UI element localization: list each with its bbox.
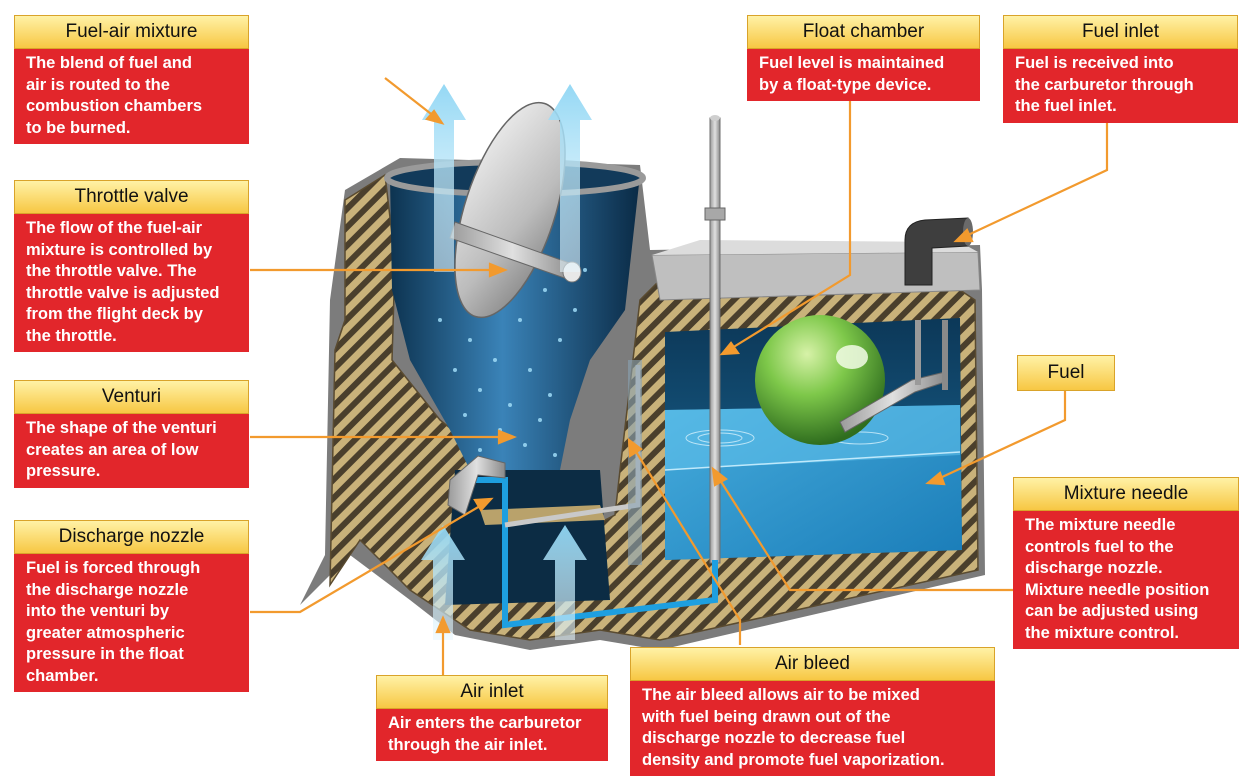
callout-text: Air enters the carburetor through the ai… — [376, 709, 608, 761]
callout-text: The air bleed allows air to be mixed wit… — [630, 681, 995, 776]
callout-float-chamber: Float chamber Fuel level is maintained b… — [747, 15, 980, 101]
callout-title: Discharge nozzle — [14, 520, 249, 554]
callout-fuel-air-mixture: Fuel-air mixture The blend of fuel and a… — [14, 15, 249, 144]
callout-text: The flow of the fuel-air mixture is cont… — [14, 214, 249, 352]
callout-fuel-inlet: Fuel inlet Fuel is received into the car… — [1003, 15, 1238, 123]
callout-title: Throttle valve — [14, 180, 249, 214]
callout-title: Air bleed — [630, 647, 995, 681]
air-flow-arrows — [421, 84, 592, 640]
callout-title: Float chamber — [747, 15, 980, 49]
callout-text: The blend of fuel and air is routed to t… — [14, 49, 249, 144]
callout-fuel: Fuel — [1017, 355, 1115, 391]
callout-text: The shape of the venturi creates an area… — [14, 414, 249, 488]
callout-text: Fuel level is maintained by a float-type… — [747, 49, 980, 101]
callout-title: Fuel-air mixture — [14, 15, 249, 49]
throttle-disc — [454, 101, 566, 319]
mixture-needle-rod — [709, 117, 721, 564]
callout-text: The mixture needle controls fuel to the … — [1013, 511, 1239, 649]
callout-title: Fuel — [1017, 355, 1115, 391]
callout-title: Air inlet — [376, 675, 608, 709]
fuel-passage — [470, 477, 718, 629]
float-ball — [755, 315, 885, 445]
callout-air-inlet: Air inlet Air enters the carburetor thro… — [376, 675, 608, 761]
callout-throttle-valve: Throttle valve The flow of the fuel-air … — [14, 180, 249, 352]
callout-discharge-nozzle: Discharge nozzle Fuel is forced through … — [14, 520, 249, 692]
callout-title: Mixture needle — [1013, 477, 1239, 511]
fuel-inlet-pipe — [904, 217, 969, 286]
callout-text: Fuel is forced through the discharge noz… — [14, 554, 249, 692]
callout-title: Venturi — [14, 380, 249, 414]
callout-venturi: Venturi The shape of the venturi creates… — [14, 380, 249, 488]
callout-text: Fuel is received into the carburetor thr… — [1003, 49, 1238, 123]
callout-air-bleed: Air bleed The air bleed allows air to be… — [630, 647, 995, 776]
callout-mixture-needle: Mixture needle The mixture needle contro… — [1013, 477, 1239, 649]
discharge-nozzle — [447, 455, 506, 516]
callout-title: Fuel inlet — [1003, 15, 1238, 49]
leader-lines — [250, 77, 1109, 675]
